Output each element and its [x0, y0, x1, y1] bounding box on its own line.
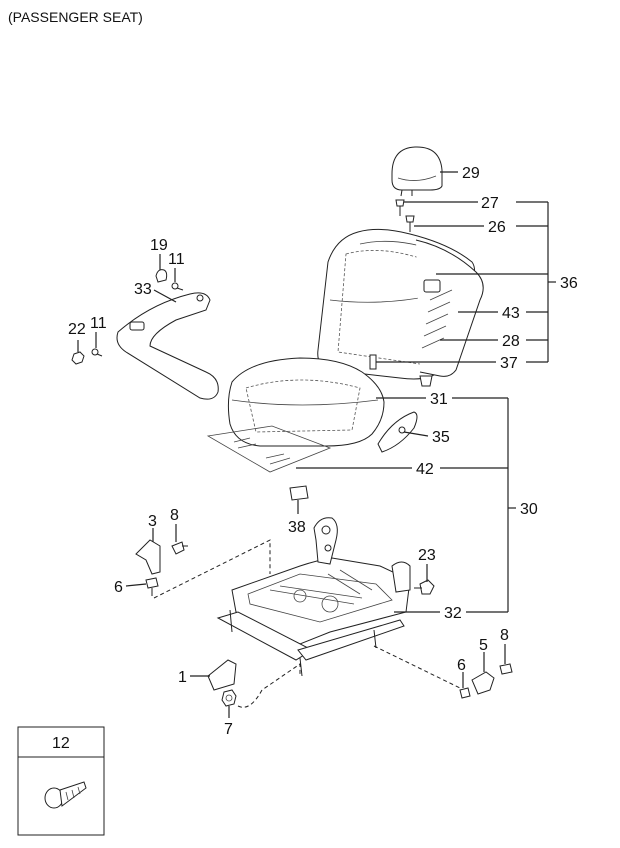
label-8-left[interactable]: 8 [170, 507, 179, 524]
label-38[interactable]: 38 [288, 519, 306, 536]
seat-cushion[interactable] [227, 357, 385, 447]
label-11-upper[interactable]: 11 [168, 251, 185, 268]
label-7[interactable]: 7 [224, 721, 233, 738]
label-32[interactable]: 32 [444, 605, 462, 622]
label-33[interactable]: 33 [134, 281, 152, 298]
screw-11-lower[interactable] [91, 348, 103, 357]
label-6-left[interactable]: 6 [114, 579, 123, 596]
tapping-screw-icon[interactable] [44, 781, 87, 809]
label-36[interactable]: 36 [560, 275, 578, 292]
bolt-23[interactable] [414, 579, 435, 595]
label-29[interactable]: 29 [462, 165, 480, 182]
screw-6-left[interactable] [145, 577, 159, 596]
clip-19[interactable] [155, 269, 168, 283]
label-23[interactable]: 23 [418, 547, 436, 564]
bracket-3[interactable] [135, 539, 161, 575]
nut-7[interactable] [221, 689, 237, 707]
label-31[interactable]: 31 [430, 391, 448, 408]
label-22[interactable]: 22 [68, 321, 86, 338]
label-30[interactable]: 30 [520, 501, 538, 518]
screw-6-right[interactable] [459, 687, 471, 699]
headrest-guide-27[interactable] [395, 199, 405, 216]
bolt-8-right[interactable] [499, 663, 513, 675]
cushion-pad[interactable] [206, 425, 332, 473]
label-35[interactable]: 35 [432, 429, 450, 446]
label-43[interactable]: 43 [502, 305, 520, 322]
leader-lines [77, 171, 556, 718]
side-cover[interactable] [377, 411, 418, 453]
seat-frame[interactable] [216, 517, 411, 677]
label-5[interactable]: 5 [479, 637, 488, 654]
recliner-bolt[interactable] [419, 375, 433, 387]
label-1[interactable]: 1 [178, 669, 187, 686]
seat-switch[interactable] [289, 485, 309, 501]
diagram-title: (PASSENGER SEAT) [8, 9, 143, 25]
inset-box-12 [17, 726, 105, 836]
label-42[interactable]: 42 [416, 461, 434, 478]
label-37[interactable]: 37 [500, 355, 518, 372]
bolt-8-left[interactable] [171, 541, 188, 555]
label-8-right[interactable]: 8 [500, 627, 509, 644]
seatback-assembly[interactable] [317, 228, 484, 380]
label-6-right[interactable]: 6 [457, 657, 466, 674]
label-11-lower[interactable]: 11 [90, 315, 107, 332]
headrest[interactable] [391, 146, 443, 197]
label-3[interactable]: 3 [148, 513, 157, 530]
label-12[interactable]: 12 [52, 735, 70, 752]
label-19[interactable]: 19 [150, 237, 168, 254]
cover-1[interactable] [207, 659, 237, 691]
part-number-labels: 29 27 26 36 43 28 37 31 35 42 30 38 23 3… [52, 165, 578, 752]
bracket-5[interactable] [471, 671, 495, 695]
nut-22[interactable] [71, 351, 85, 365]
label-27[interactable]: 27 [481, 195, 499, 212]
label-28[interactable]: 28 [502, 333, 520, 350]
assembly-dashed-lines [153, 539, 461, 708]
label-26[interactable]: 26 [488, 219, 506, 236]
headrest-guide-26[interactable] [405, 215, 415, 232]
side-trim-panel[interactable] [116, 292, 219, 400]
screw-11-upper[interactable] [171, 282, 184, 291]
